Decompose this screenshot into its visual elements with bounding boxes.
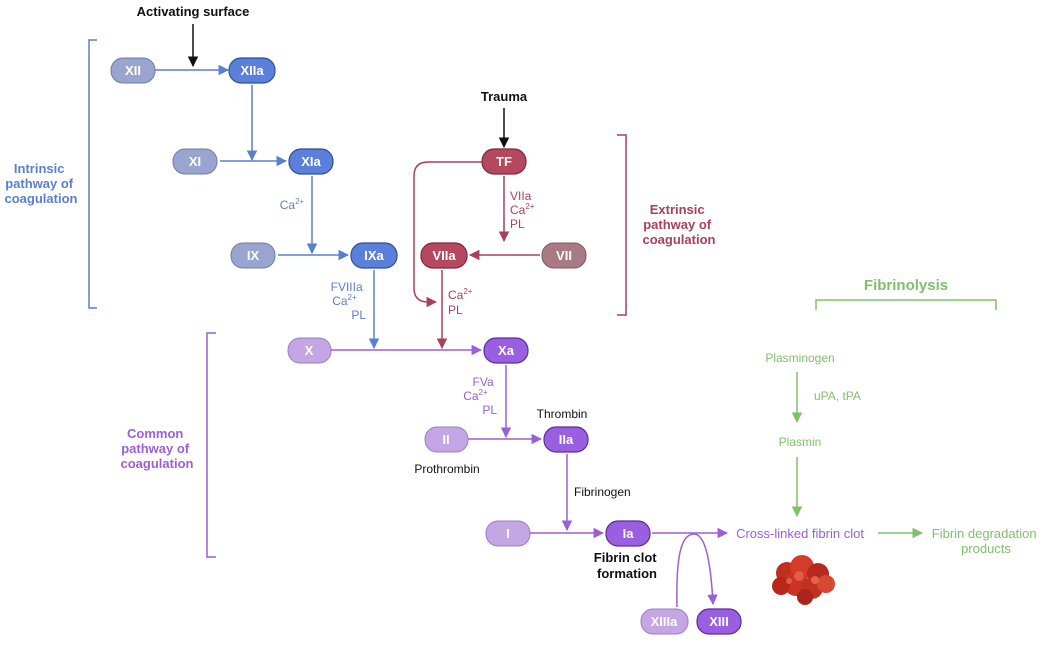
svg-text:XIIa: XIIa (240, 63, 264, 78)
fibrin-clot-illustration (772, 555, 835, 605)
node-xiii: XIII (696, 608, 742, 635)
fibrinogen-label: Fibrinogen (574, 485, 631, 499)
extrinsic-pathway-label: Extrinsic pathway of coagulation (643, 202, 716, 247)
plasmin-label: Plasmin (779, 435, 822, 449)
svg-text:I: I (506, 526, 510, 541)
node-xa: Xa (483, 337, 529, 364)
node-xi: XI (172, 148, 218, 175)
fibrin-clot-formation-label: Fibrin clot formation (594, 550, 660, 581)
common-bracket (206, 332, 216, 558)
fibrinolysis-bracket (815, 299, 997, 310)
cofactor-ixa-x: FVIIIa Ca2+ PL (331, 280, 367, 322)
svg-text:XIII: XIII (709, 614, 729, 629)
extrinsic-bracket (617, 134, 627, 316)
node-x: X (287, 337, 332, 364)
svg-text:Xa: Xa (498, 343, 515, 358)
cross-linked-clot-label: Cross-linked fibrin clot (736, 526, 864, 541)
node-xia: XIa (288, 148, 334, 175)
svg-text:IIa: IIa (559, 432, 574, 447)
thrombin-label: Thrombin (537, 407, 588, 421)
svg-text:X: X (305, 343, 314, 358)
node-ii: II (424, 426, 469, 453)
node-xiiia: XIIIa (640, 608, 689, 635)
cofactor-xia-ixa: Ca2+ (280, 197, 305, 212)
intrinsic-bracket (88, 39, 97, 309)
svg-text:II: II (442, 432, 449, 447)
node-ixa: IXa (350, 242, 398, 269)
svg-text:IX: IX (247, 248, 260, 263)
node-vii: VII (541, 242, 587, 269)
svg-text:XIIIa: XIIIa (651, 614, 679, 629)
node-viia: VIIa (420, 242, 468, 269)
trauma-label: Trauma (481, 89, 528, 104)
fibrinolysis-title: Fibrinolysis (864, 277, 948, 294)
svg-text:XIa: XIa (301, 154, 321, 169)
svg-text:IXa: IXa (364, 248, 384, 263)
node-ia: Ia (605, 520, 651, 547)
arrow-tf-bypass (413, 161, 482, 308)
node-ix: IX (230, 242, 276, 269)
cofactor-tf-viia: VIIa Ca2+ PL (510, 189, 538, 231)
fibrin-degradation-label: Fibrin degradation products (932, 526, 1040, 556)
svg-text:VIIa: VIIa (432, 248, 456, 263)
activators-label: uPA, tPA (814, 389, 861, 403)
svg-text:XII: XII (125, 63, 141, 78)
node-xii: XII (110, 57, 156, 84)
svg-text:TF: TF (496, 154, 512, 169)
common-pathway-label: Common pathway of coagulation (121, 426, 194, 471)
activating-surface-label: Activating surface (137, 4, 250, 19)
cofactor-xa-iia: FVa Ca2+ PL (463, 375, 497, 417)
prothrombin-label: Prothrombin (414, 462, 479, 476)
svg-text:XI: XI (189, 154, 201, 169)
cofactor-viia-xa: Ca2+ PL (448, 283, 476, 317)
node-tf: TF (481, 148, 527, 175)
plasminogen-label: Plasminogen (765, 351, 834, 365)
svg-text:Ia: Ia (623, 526, 635, 541)
node-i: I (485, 520, 531, 547)
node-iia: IIa (543, 426, 589, 453)
intrinsic-pathway-label: Intrinsic pathway of coagulation (5, 161, 78, 206)
svg-text:VII: VII (556, 248, 572, 263)
arrow-xiiia-xiii-loop (676, 533, 718, 608)
node-xiia: XIIa (228, 57, 276, 84)
